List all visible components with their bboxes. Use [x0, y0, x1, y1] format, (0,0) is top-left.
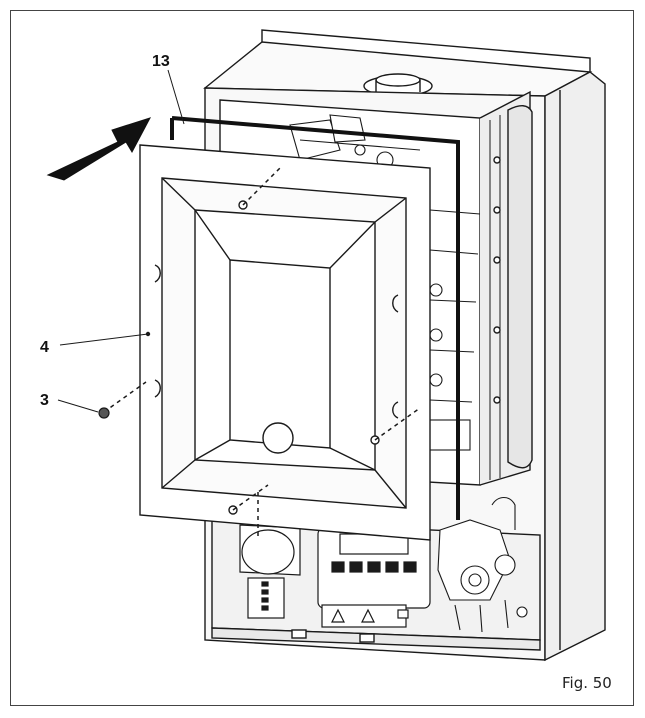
- terminal-area: [239, 524, 301, 619]
- screw-part: [98, 407, 110, 419]
- callout-3: 3: [40, 392, 49, 409]
- figure-frame: [10, 10, 634, 706]
- callout-leaders: [57, 69, 185, 413]
- callout-13: 13: [152, 53, 170, 70]
- screw-guides: [103, 167, 421, 540]
- direction-arrow: [46, 117, 152, 181]
- figure-caption: Fig. 50: [562, 674, 612, 692]
- callout-4: 4: [40, 339, 49, 356]
- seal-gasket: [170, 116, 460, 520]
- control-panel: [317, 527, 431, 628]
- front-cover-panel: [139, 144, 431, 541]
